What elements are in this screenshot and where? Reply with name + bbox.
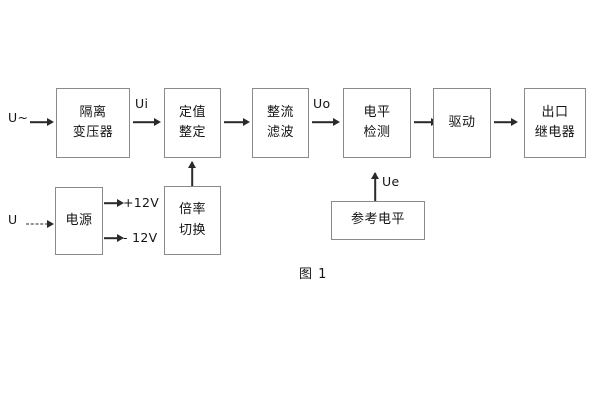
block-multiplier-switch: 倍率 切换 [164,186,221,255]
signal-label-ue: Ue [382,174,400,189]
block-level-detect: 电平 检测 [343,88,411,158]
block-isolation-transformer-line1: 隔离 [79,104,107,120]
block-setpoint: 定值 整定 [164,88,221,158]
signal-label-uo: Uo [313,96,331,111]
block-level-detect-line1: 电平 [363,104,391,120]
block-output-relay: 出口 继电器 [524,88,586,158]
block-power-supply: 电源 [55,187,103,255]
block-isolation-transformer: 隔离 变压器 [56,88,130,158]
block-output-relay-line2: 继电器 [534,125,576,140]
input-label-dc: U [8,212,18,227]
block-drive: 驱动 [433,88,491,158]
block-power-supply-line1: 电源 [65,212,93,228]
block-reference-level-line1: 参考电平 [350,212,405,228]
rail-label-negative: - 12V [123,230,158,245]
block-setpoint-line2: 整定 [178,125,206,140]
block-rectify-filter-line2: 滤波 [266,125,294,140]
block-isolation-transformer-line2: 变压器 [72,125,114,140]
signal-label-ui: Ui [135,96,149,111]
rail-label-positive: +12V [123,195,160,210]
block-reference-level: 参考电平 [331,201,425,240]
block-level-detect-line2: 检测 [363,125,391,140]
block-multiplier-switch-line2: 切换 [178,222,206,238]
block-drive-line1: 驱动 [448,114,476,130]
input-label-ac: U~ [8,110,29,125]
block-rectify-filter: 整流 滤波 [252,88,309,158]
block-setpoint-line1: 定值 [178,104,206,120]
block-output-relay-line1: 出口 [541,104,569,120]
figure-caption: 图 1 [299,267,328,282]
block-multiplier-switch-line1: 倍率 [178,202,206,218]
block-rectify-filter-line1: 整流 [266,104,294,120]
